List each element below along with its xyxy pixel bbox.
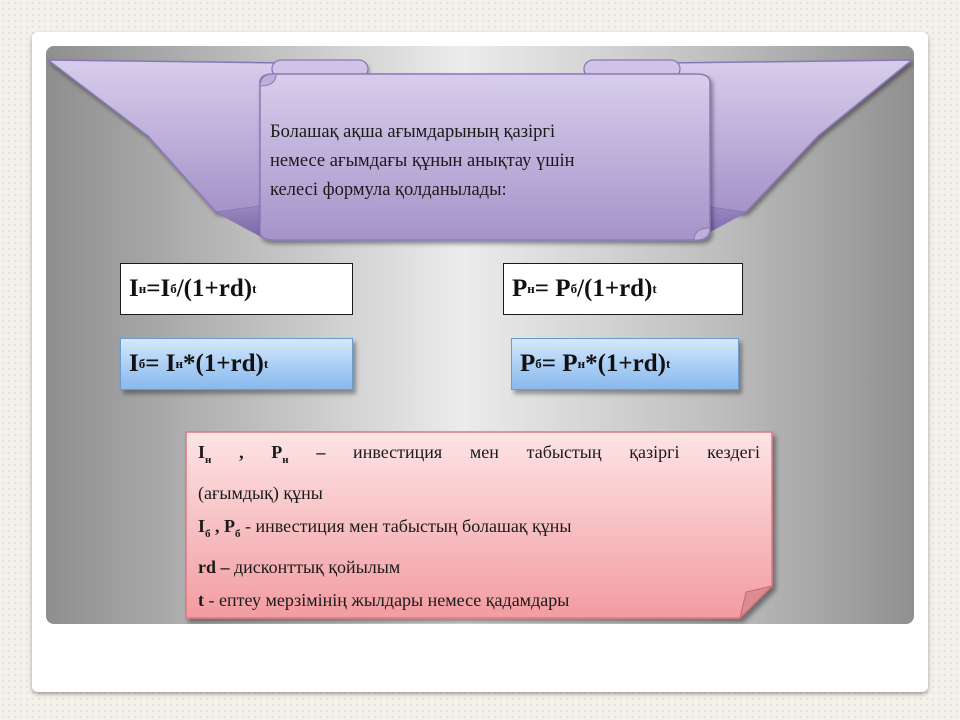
scroll-banner [46,59,914,241]
definition-future-value: Iб , Pб - инвестиция мен табыстың болаша… [198,516,572,540]
definition-present-value: Iн , Pн – инвестиция мен табыстың қазірг… [198,442,761,466]
definition-discount-rate: rd – дисконттық қойылым [198,557,401,577]
definition-periods: t - ептеу мерзімінің жылдары немесе қада… [198,590,570,610]
caption-line: немесе ағымдағы құнын анықтау үшін [270,151,575,171]
caption-line: келесі формула қолданылады: [270,180,507,200]
definitions-text: Iн , Pн – инвестиция мен табыстың қазірг… [198,436,760,617]
scroll-caption: Болашақ ақша ағымдарының қазіргі немесе … [270,118,680,205]
caption-line: Болашақ ақша ағымдарының қазіргі [270,122,556,142]
definition-present-value-cont: (ағымдық) құны [198,483,323,503]
definitions-note [185,431,774,620]
